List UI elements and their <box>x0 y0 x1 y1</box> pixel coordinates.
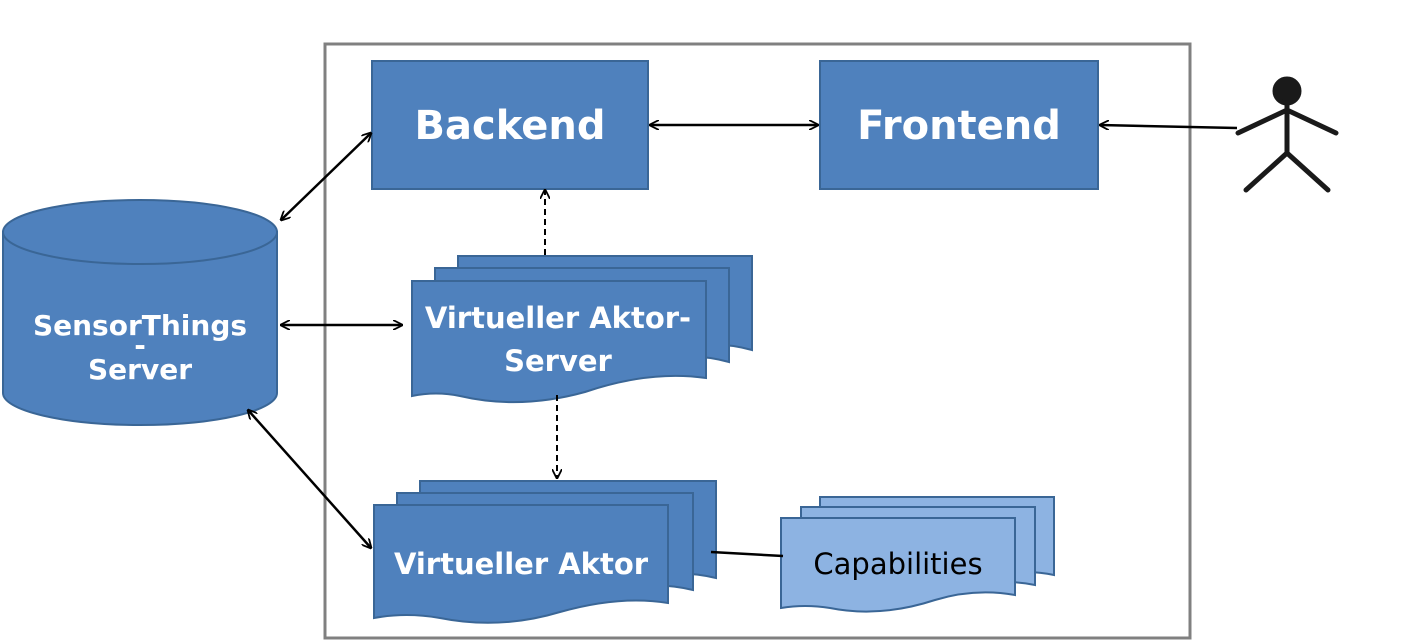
va-server-label-line1: Virtueller Aktor- <box>425 301 691 335</box>
frontend-label: Frontend <box>857 103 1061 149</box>
virtueller-aktor-stack: Virtueller Aktor <box>373 480 717 624</box>
sensorthings-label-line1: SensorThings <box>33 309 247 342</box>
user-actor-icon <box>1235 76 1339 193</box>
arrow-sensorthings-backend <box>281 133 371 220</box>
sensorthings-label-line3: Server <box>88 353 192 386</box>
va-label: Virtueller Aktor <box>394 547 649 581</box>
virtueller-aktor-server-stack: Virtueller Aktor- Server <box>411 255 753 404</box>
arrow-person-frontend <box>1100 125 1238 128</box>
connector-va-capabilities <box>710 550 784 558</box>
system-boundary <box>323 42 1192 640</box>
va-server-label-line2: Server <box>504 344 612 378</box>
backend-box: Backend <box>371 60 649 190</box>
capabilities-label: Capabilities <box>813 547 982 581</box>
sensorthings-server-database: SensorThings - Server <box>2 199 278 426</box>
frontend-box: Frontend <box>819 60 1099 190</box>
sensorthings-label-line2: - <box>134 329 146 362</box>
arrow-sensorthings-va <box>248 410 371 548</box>
capabilities-stack: Capabilities <box>780 496 1055 613</box>
backend-label: Backend <box>415 103 606 149</box>
